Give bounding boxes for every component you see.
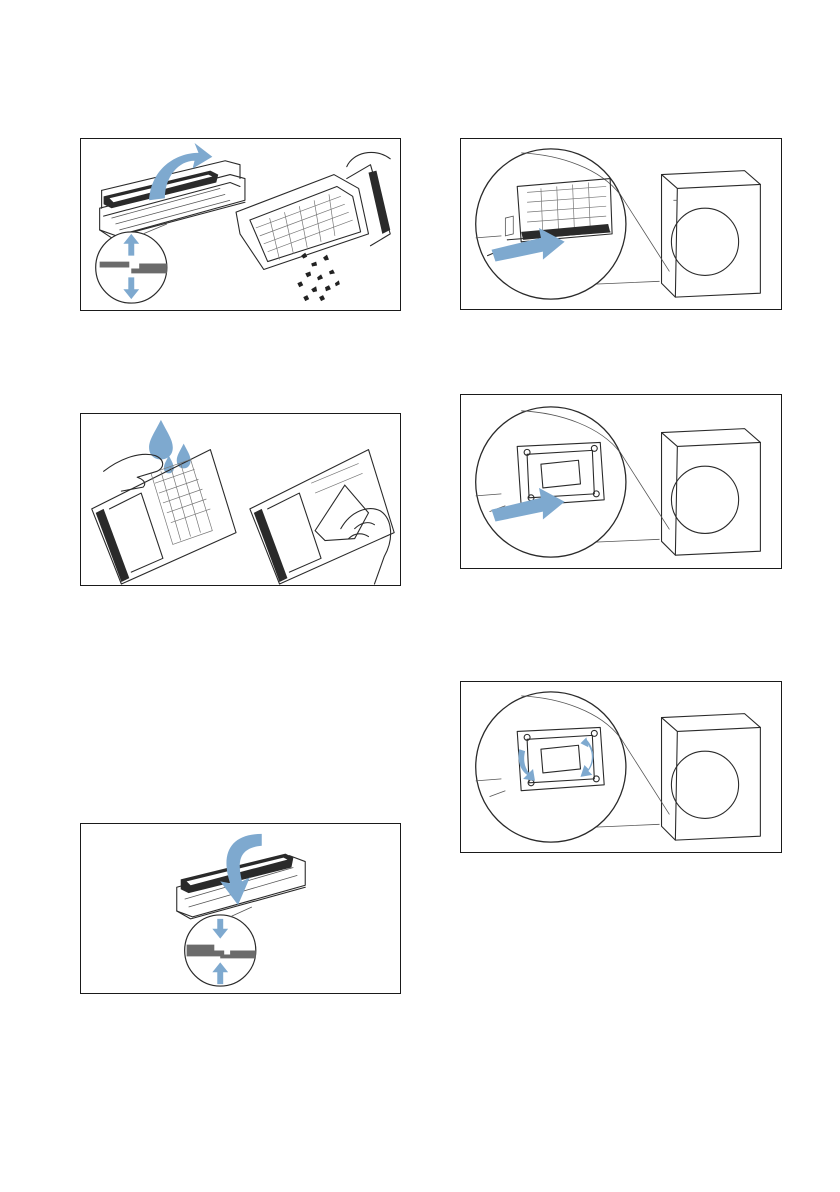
dryer-icon bbox=[662, 171, 761, 298]
dryer-icon bbox=[662, 429, 761, 556]
dryer-icon bbox=[662, 714, 761, 841]
figure-filter-close bbox=[80, 823, 401, 994]
water-drop-icon bbox=[149, 420, 173, 460]
figure-filter-housing-lock bbox=[460, 681, 782, 853]
detail-magnifier bbox=[476, 407, 626, 557]
detail-magnifier bbox=[476, 149, 626, 299]
detail-magnifier bbox=[185, 915, 256, 986]
detail-magnifier bbox=[96, 232, 167, 303]
figure-filter-open-and-empty bbox=[80, 138, 401, 311]
hand-icon bbox=[104, 454, 163, 491]
illustration-housing-lock bbox=[461, 682, 781, 852]
illustration-filter-close bbox=[81, 824, 400, 993]
cloth-icon bbox=[315, 485, 368, 540]
illustration-filter-open bbox=[81, 139, 400, 310]
lint-particles bbox=[297, 253, 340, 301]
illustration-filter-clean bbox=[81, 414, 400, 585]
illustration-housing-insert bbox=[461, 395, 781, 568]
water-drop-icon bbox=[177, 444, 191, 469]
figure-filter-insert-into-dryer bbox=[460, 138, 782, 310]
illustration-filter-insert bbox=[461, 139, 781, 309]
filter-right bbox=[250, 450, 394, 584]
detail-magnifier bbox=[476, 692, 626, 842]
filter-opened bbox=[236, 152, 390, 269]
filter-left bbox=[92, 450, 236, 584]
figure-filter-housing-insert bbox=[460, 394, 782, 569]
figure-filter-rinse-and-wipe bbox=[80, 413, 401, 586]
